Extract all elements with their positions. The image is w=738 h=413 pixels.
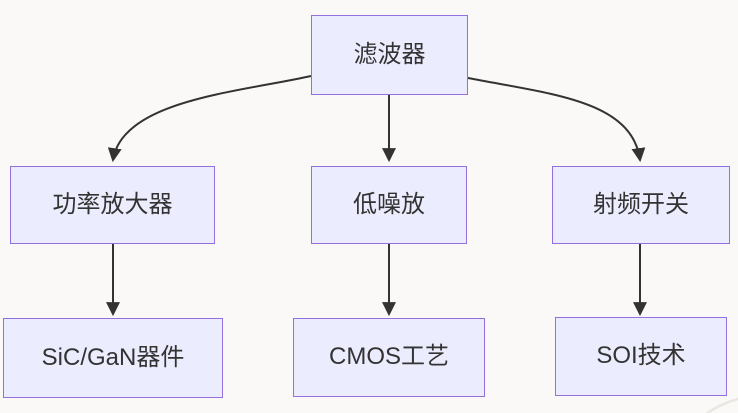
node-rf-switch-label: 射频开关 (593, 190, 689, 218)
edge-filter-to-power-amplifier (107, 75, 312, 163)
node-soi-technology-label: SOI技术 (596, 342, 686, 370)
node-sic-gan-devices: SiC/GaN器件 (3, 318, 223, 398)
node-soi-technology: SOI技术 (555, 317, 727, 396)
node-low-noise-amplifier: 低噪放 (311, 166, 467, 244)
node-cmos-process: CMOS工艺 (293, 318, 485, 397)
node-power-amplifier: 功率放大器 (10, 166, 215, 244)
node-rf-switch: 射频开关 (552, 166, 730, 244)
node-cmos-process-label: CMOS工艺 (329, 343, 449, 371)
node-filter: 滤波器 (311, 15, 468, 95)
watermark-circle (705, 397, 738, 413)
node-power-amplifier-label: 功率放大器 (52, 190, 173, 218)
node-sic-gan-devices-label: SiC/GaN器件 (41, 343, 185, 371)
node-filter-label: 滤波器 (353, 40, 426, 68)
node-low-noise-amplifier-label: 低噪放 (353, 190, 425, 218)
edge-filter-to-rf-switch (467, 77, 646, 163)
